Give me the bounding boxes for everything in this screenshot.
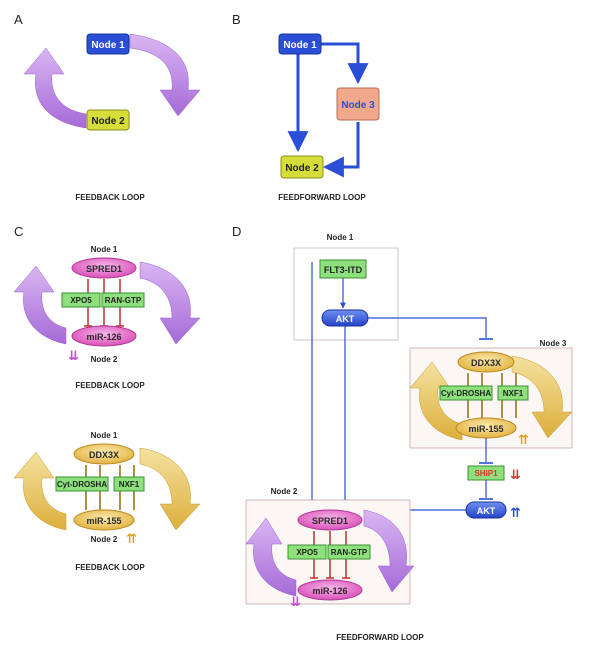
- akt-top-label: AKT: [336, 314, 355, 324]
- cyt-drosha-box: [439, 385, 493, 401]
- node2-label: Node 2: [91, 116, 125, 127]
- mir126-label: miR-126: [86, 332, 121, 342]
- feedback-arrow-right: [129, 33, 201, 117]
- node1-box: [278, 33, 322, 55]
- caption-feedback-loop: FEEDBACK LOOP: [75, 193, 145, 202]
- caption-feedback-loop: FEEDBACK LOOP: [75, 563, 145, 572]
- node3-label: Node 3: [540, 339, 567, 348]
- panel-d: Node 1 FLT3-ITD AKT Node 3 DDX3X Cyt-DRO…: [245, 233, 573, 642]
- feedback-arrow-left: [13, 451, 67, 531]
- mir155-node: [73, 509, 135, 531]
- ddx3x-node: [73, 443, 135, 465]
- mir155-label: miR-155: [468, 424, 503, 434]
- node1-region: [293, 247, 399, 341]
- panel-letter-a: A: [14, 12, 23, 27]
- xpo5-box: [287, 544, 327, 560]
- spred1-node: [71, 257, 137, 279]
- xpo5-label: XPO5: [70, 296, 92, 305]
- node3-box: [336, 87, 380, 121]
- nxf1-label: NXF1: [503, 389, 524, 398]
- node2-label: Node 2: [285, 163, 319, 174]
- down-arrows: ⇊: [68, 348, 79, 363]
- spred1-label: SPRED1: [312, 516, 348, 526]
- node1-label: Node 1: [327, 233, 354, 242]
- ddx3x-node: [457, 351, 515, 373]
- node1-label: Node 1: [91, 431, 118, 440]
- ddx3x-label: DDX3X: [471, 358, 501, 368]
- mir126-node: [297, 579, 363, 601]
- xpo5-box: [61, 292, 101, 308]
- feedback-arrow-right: [139, 261, 201, 345]
- spred1-node: [297, 509, 363, 531]
- node2-box: [86, 109, 130, 131]
- nxf1-box: [497, 385, 529, 401]
- feedback-arrow-right: [511, 355, 573, 439]
- ddx3x-label: DDX3X: [89, 450, 119, 460]
- mir126-label: miR-126: [312, 586, 347, 596]
- ran-gtp-box: [101, 292, 145, 308]
- node1-label: Node 1: [283, 40, 317, 51]
- mir126-node: [71, 325, 137, 347]
- nxf1-box: [113, 476, 145, 492]
- feedback-arrow-left: [13, 265, 67, 345]
- up-arrows: ⇈: [126, 531, 137, 546]
- panel-letter-b: B: [232, 12, 241, 27]
- cyt-drosha-label: Cyt-DROSHA: [57, 480, 107, 489]
- nxf1-label: NXF1: [119, 480, 140, 489]
- arrow-node1-to-node3: [321, 42, 369, 85]
- ship1-label: SHIP1: [474, 469, 498, 478]
- node2-label: Node 2: [91, 355, 118, 364]
- caption-feedforward-loop: FEEDFORWARD LOOP: [278, 193, 366, 202]
- arrow-node3-to-node2: [322, 122, 360, 178]
- mir155-label: miR-155: [86, 516, 121, 526]
- panel-b: Node 1 Node 3 Node 2 FEEDFORWARD LOOP: [278, 33, 380, 202]
- feedback-arrow-right: [363, 509, 415, 593]
- ran-gtp-label: RAN-GTP: [105, 296, 142, 305]
- node1-label: Node 1: [91, 40, 125, 51]
- akt-bottom-label: AKT: [477, 506, 496, 516]
- panel-a: Node 1 Node 2 FEEDBACK LOOP: [23, 33, 201, 202]
- feedback-arrow-right: [139, 447, 201, 531]
- feedback-arrow-left: [409, 361, 463, 441]
- flt3-itd-label: FLT3-ITD: [324, 265, 363, 275]
- up-arrows: ⇈: [510, 505, 521, 520]
- ran-gtp-label: RAN-GTP: [331, 548, 368, 557]
- caption-feedforward-loop: FEEDFORWARD LOOP: [336, 633, 424, 642]
- panel-letter-d: D: [232, 224, 241, 239]
- node1-label: Node 1: [91, 245, 118, 254]
- panel-c-bottom: Node 1 DDX3X Cyt-DROSHA NXF1 miR-155 Nod…: [13, 431, 201, 572]
- node2-label: Node 2: [91, 535, 118, 544]
- feedback-arrow-left: [245, 517, 297, 597]
- ran-gtp-box: [327, 544, 371, 560]
- node1-box: [86, 33, 130, 55]
- node3-label: Node 3: [341, 100, 375, 111]
- spred1-label: SPRED1: [86, 264, 122, 274]
- down-arrows: ⇊: [510, 467, 521, 482]
- node2-box: [280, 155, 324, 179]
- caption-feedback-loop: FEEDBACK LOOP: [75, 381, 145, 390]
- inhibit-akt-to-ddx3x: [368, 317, 487, 338]
- up-arrows: ⇈: [518, 432, 529, 447]
- xpo5-label: XPO5: [296, 548, 318, 557]
- panel-letter-c: C: [14, 224, 23, 239]
- down-arrows: ⇊: [290, 594, 301, 609]
- panel-c-top: Node 1 SPRED1 XPO5 RAN-GTP miR-126 ⇊ Nod…: [13, 245, 201, 390]
- cyt-drosha-label: Cyt-DROSHA: [441, 389, 491, 398]
- cyt-drosha-box: [55, 476, 109, 492]
- node2-label: Node 2: [271, 487, 298, 496]
- feedback-arrow-left: [23, 47, 87, 129]
